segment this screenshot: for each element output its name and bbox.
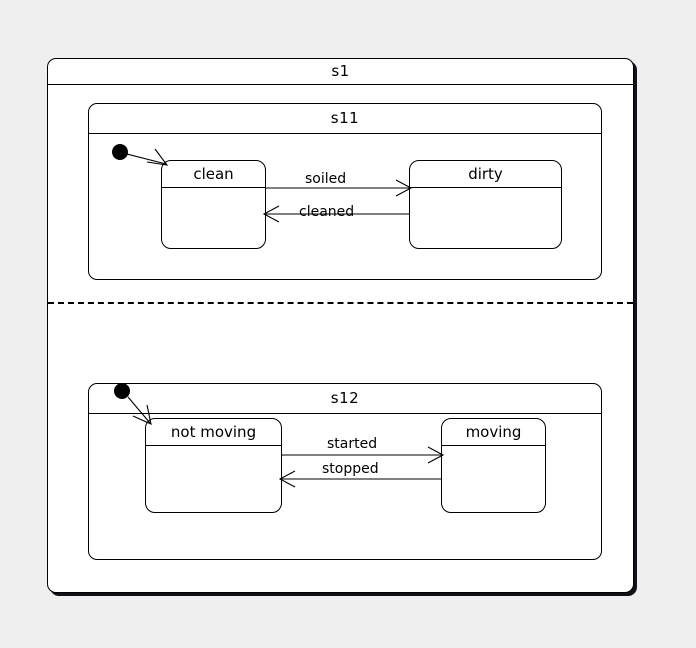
state-clean-label: clean (162, 161, 265, 188)
region-s12-title: s12 (89, 384, 601, 414)
state-moving-label: moving (442, 419, 545, 446)
state-not-moving-label: not moving (146, 419, 281, 446)
transition-label-soiled: soiled (305, 171, 347, 187)
region-divider-dashed-line (48, 302, 633, 304)
state-dirty-label: dirty (410, 161, 561, 188)
state-moving[interactable]: moving (441, 418, 546, 513)
state-not-moving[interactable]: not moving (145, 418, 282, 513)
composite-state-s1-title: s1 (48, 59, 633, 85)
transition-label-stopped: stopped (322, 461, 379, 477)
transition-label-started: started (327, 436, 378, 452)
transition-label-cleaned: cleaned (299, 204, 355, 220)
region-s11-title: s11 (89, 104, 601, 134)
state-dirty[interactable]: dirty (409, 160, 562, 249)
state-clean[interactable]: clean (161, 160, 266, 249)
